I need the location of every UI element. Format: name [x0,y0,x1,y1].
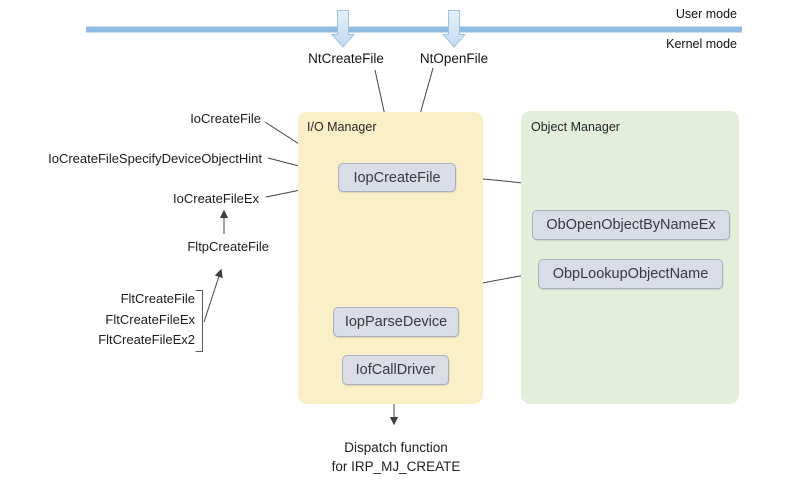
fltcreatefile-label: FltCreateFile [120,291,195,306]
iocreatefileex-label: IoCreateFileEx [173,191,259,206]
iocreatefilespecifydeviceobjecthint-label: IoCreateFileSpecifyDeviceObjectHint [48,151,262,166]
fltcreatefileex-label: FltCreateFileEx [105,311,195,327]
ntopenfile-label: NtOpenFile [419,51,489,66]
dispatch-line2: for IRP_MJ_CREATE [331,459,461,474]
object-manager-region [521,111,739,404]
dispatch-function-label: Dispatch function for IRP_MJ_CREATE [332,438,461,476]
flt-group-bracket [195,290,203,352]
obplookupobjectname-node: ObpLookupObjectName [538,259,723,289]
object-manager-title: Object Manager [531,120,620,134]
fltpcreatefile-label: FltpCreateFile [187,239,269,254]
flt-group-labels: FltCreateFile FltCreateFileEx FltCreateF… [98,289,195,351]
fltcreatefileex2-label: FltCreateFileEx2 [98,332,195,347]
kernel-mode-label: Kernel mode [666,37,737,51]
dispatch-line1: Dispatch function [344,440,448,455]
arrow-fltgroup-to-fltpcreatefile [203,268,223,323]
user-mode-label: User mode [675,7,737,21]
iocreatefile-label: IoCreateFile [190,111,261,126]
user-to-kernel-block-arrow-right [441,10,467,48]
io-manager-title: I/O Manager [307,120,377,134]
obopenobjectbynameex-node: ObOpenObjectByNameEx [532,210,730,240]
user-to-kernel-block-arrow-left [330,10,356,48]
mode-divider-bar [86,26,742,33]
iopparsedevice-node: IopParseDevice [333,307,459,337]
iofcalldriver-node: IofCallDriver [342,355,449,385]
iopcreatefile-node: IopCreateFile [338,163,456,192]
ntcreatefile-label: NtCreateFile [308,51,384,66]
